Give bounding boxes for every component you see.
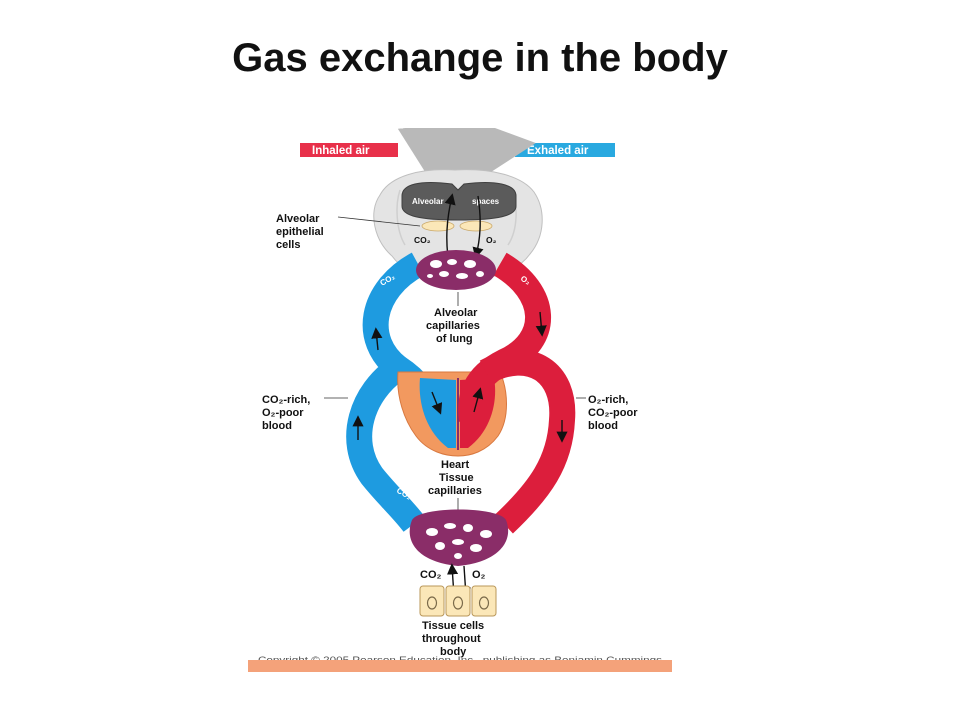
- deoxygenated-vessel: [346, 252, 425, 532]
- co2-rich-line2: O₂-poor: [262, 407, 304, 419]
- tissue-capillaries-line1: Tissue: [439, 472, 474, 484]
- alveolar-label: Alveolar: [412, 197, 444, 206]
- tissue-capillary-bed: [409, 509, 509, 566]
- tissue-cells-line2: throughout: [422, 633, 481, 645]
- epithelial-label-line2: epithelial: [276, 226, 324, 238]
- vessel-o2-bottom: O₂: [497, 487, 510, 500]
- exhaled-air-label: Exhaled air: [527, 145, 589, 157]
- bottom-bar: [248, 660, 672, 672]
- alveolar-capillary-bed: [416, 250, 496, 290]
- epithelial-label-line1: Alveolar: [276, 213, 320, 225]
- heart-label: Heart: [441, 459, 469, 471]
- slide-title: Gas exchange in the body: [232, 36, 728, 80]
- gas-exchange-diagram: Inhaled air Exhaled air Alveolar spaces …: [248, 128, 672, 672]
- o2-rich-line3: blood: [588, 420, 618, 432]
- alveolus-o2-label: O₂: [486, 235, 497, 245]
- tissue-o2-label: O₂: [472, 569, 486, 581]
- o2-rich-line1: O₂-rich,: [588, 394, 628, 406]
- o2-rich-line2: CO₂-poor: [588, 407, 638, 419]
- tissue-cells-line3: body: [440, 646, 467, 658]
- epithelial-label-line3: cells: [276, 239, 300, 251]
- epithelial-cell-right: [459, 220, 493, 232]
- capillaries-label-line2: capillaries: [426, 320, 480, 332]
- alveolus-co2-label: CO₂: [414, 235, 431, 245]
- co2-rich-line1: CO₂-rich,: [262, 394, 310, 406]
- vessel-o2-top: O₂: [519, 274, 532, 287]
- tissue-co2-label: CO₂: [420, 569, 442, 581]
- capillaries-label-line1: Alveolar: [434, 307, 478, 319]
- tissue-capillaries-line2: capillaries: [428, 485, 482, 497]
- inhaled-air-label: Inhaled air: [312, 145, 370, 157]
- alveolar-space: [401, 182, 517, 221]
- capillaries-label-line3: of lung: [436, 333, 473, 345]
- spaces-label: spaces: [472, 197, 500, 206]
- exhaled-air-badge: [515, 143, 615, 157]
- tissue-cells: [419, 585, 497, 617]
- co2-rich-line3: blood: [262, 420, 292, 432]
- epithelial-cell-left: [421, 220, 455, 232]
- tissue-cells-line1: Tissue cells: [422, 620, 484, 632]
- inhaled-air-badge: [300, 143, 398, 157]
